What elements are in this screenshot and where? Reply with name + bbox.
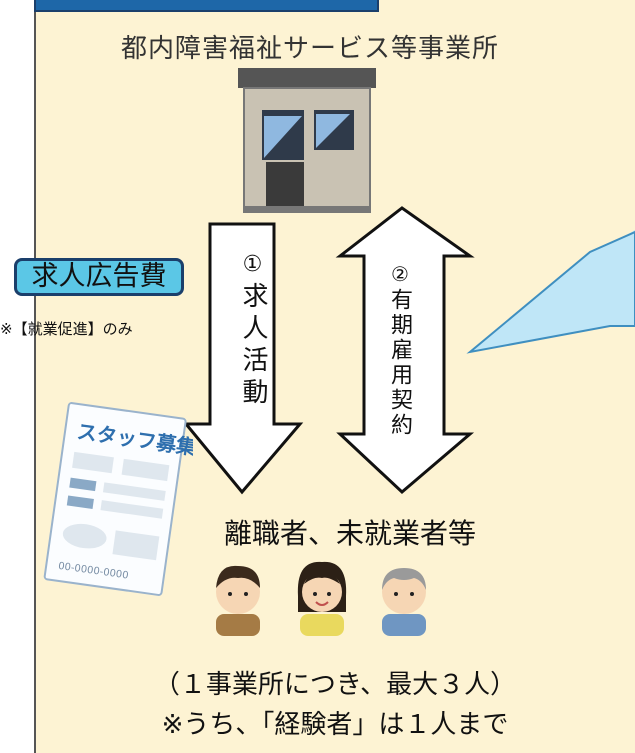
person-icon-man [216, 565, 260, 636]
contract-arrow [335, 206, 475, 495]
building-icon [238, 68, 376, 213]
recruit-arrow [182, 222, 304, 495]
office-title: 都内障害福祉サービス等事業所 [120, 34, 499, 64]
contract-num: ② [388, 262, 412, 286]
employment-note: ※【就業促進】のみ [0, 320, 133, 338]
jobseekers-label: 離職者、未就業者等 [223, 517, 476, 550]
header-tab [34, 0, 379, 12]
recruit-num: ① [240, 252, 265, 277]
arrows-diagram [182, 206, 475, 495]
person-icon-woman [297, 561, 347, 636]
contract-label: 有期雇用契約 [387, 288, 412, 438]
callout-shape [466, 230, 635, 354]
staff-flyer-icon: スタッフ募集 00-0000-0000 [43, 402, 193, 596]
person-icon-elder [382, 568, 426, 636]
recruit-label: 求人活動 [238, 282, 268, 410]
experienced-limit-note: ※うち、「経験者」は１人まで [161, 710, 509, 740]
max-people-note: （１事業所につき、最大３人） [153, 670, 517, 700]
recruit-ad-badge: 求人広告費 [14, 258, 184, 296]
